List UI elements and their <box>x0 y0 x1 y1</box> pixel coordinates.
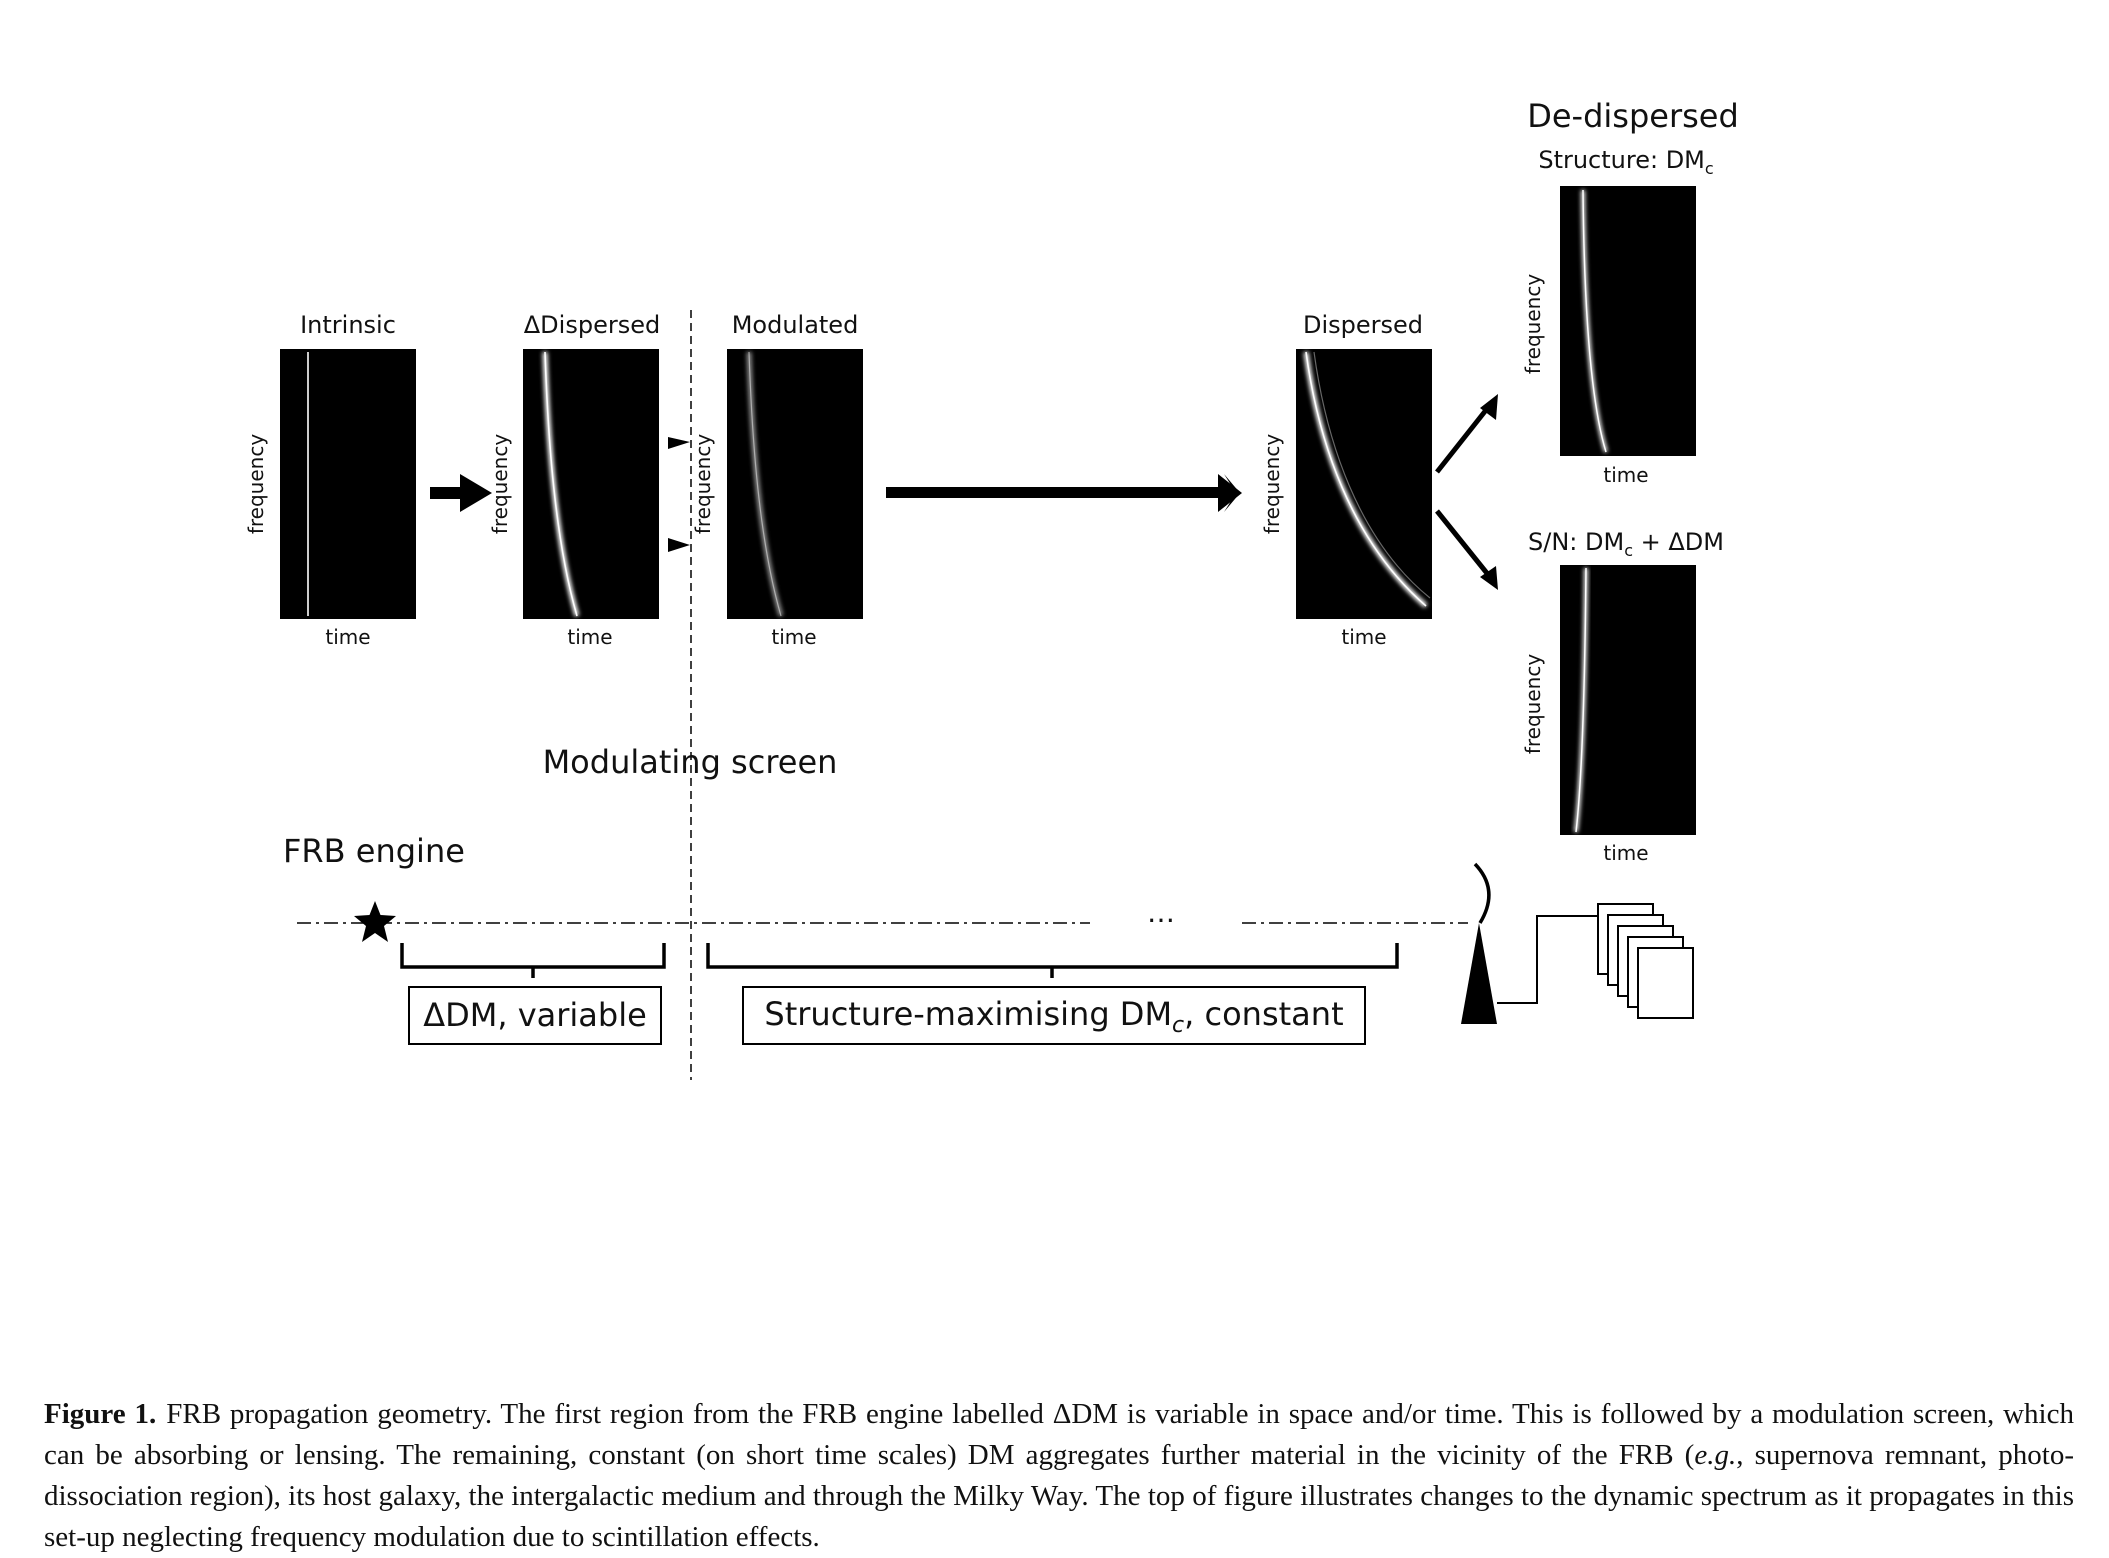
branch-arrows <box>1435 394 1498 590</box>
xlabel-dispersed: time <box>1341 625 1386 649</box>
star-icon <box>354 901 396 942</box>
bracket-delta-dm <box>400 943 666 978</box>
ylabel-intrinsic: frequency <box>244 434 268 534</box>
bracket-structure-dm <box>706 943 1399 978</box>
ylabel-structure: frequency <box>1521 274 1545 374</box>
xlabel-sn: time <box>1603 841 1648 865</box>
path-ellipsis: … <box>1147 896 1175 929</box>
figure-caption: Figure 1.FRB propagation geometry. The f… <box>44 1394 2074 1558</box>
ylabel-delta-dispersed: frequency <box>488 434 512 534</box>
ylabel-modulated: frequency <box>691 434 715 534</box>
telescope-icon <box>1461 862 1600 1024</box>
xlabel-structure: time <box>1603 463 1648 487</box>
panel-title-modulated: Modulated <box>732 311 859 339</box>
panel-title-dispersed: Dispersed <box>1303 311 1423 339</box>
structure-dm-label: Structure-maximising DMc, constant <box>764 995 1343 1038</box>
panel-title-delta-dispersed: ΔDispersed <box>524 311 660 339</box>
panel-intrinsic: Intrinsic time frequency <box>244 311 416 649</box>
xlabel-delta-dispersed: time <box>567 625 612 649</box>
panel-title-structure: Structure: DMc <box>1538 146 1713 178</box>
screen-arrows <box>668 437 690 552</box>
spectrum-dispersed <box>1296 349 1432 619</box>
pulse-structure-core <box>1582 189 1607 453</box>
delta-dm-label: ΔDM, variable <box>423 996 647 1034</box>
xlabel-modulated: time <box>771 625 816 649</box>
spectrum-delta-dispersed <box>523 349 659 619</box>
panel-sn: S/N: DMc + ΔDM time frequency <box>1521 528 1724 865</box>
arrow-1 <box>430 474 492 512</box>
spectrum-intrinsic <box>280 349 416 619</box>
ylabel-sn: frequency <box>1521 654 1545 754</box>
ylabel-dispersed: frequency <box>1260 434 1284 534</box>
frb-engine-label: FRB engine <box>283 832 465 870</box>
arrow-long <box>886 474 1242 512</box>
xlabel-intrinsic: time <box>325 625 370 649</box>
panel-delta-dispersed: ΔDispersed time frequency <box>488 311 660 649</box>
caption-text-1: FRB propagation geometry. The first regi… <box>44 1398 2074 1471</box>
spectrum-modulated <box>727 349 863 619</box>
panel-structure: Structure: DMc time frequency <box>1521 146 1714 487</box>
dedispersed-title: De-dispersed <box>1527 97 1739 135</box>
caption-text-em: e.g. <box>1694 1439 1737 1471</box>
pulse-delta-dispersed-core <box>544 351 578 617</box>
pulse-sn-core <box>1575 567 1587 833</box>
caption-text-2: , supernova remnant, photo-dissociation … <box>44 1439 2074 1553</box>
panel-dispersed: Dispersed time frequency <box>1260 311 1432 649</box>
modulating-screen-label: Modulating screen <box>543 743 838 781</box>
panel-title-intrinsic: Intrinsic <box>300 311 396 339</box>
caption-label: Figure 1. <box>44 1398 157 1430</box>
pulse-modulated-core <box>748 351 782 617</box>
structure-dm-box: Structure-maximising DMc, constant <box>742 986 1366 1045</box>
propagation-figure: Intrinsic time frequency ΔDispersed time… <box>244 97 1739 1080</box>
delta-dm-box: ΔDM, variable <box>408 986 662 1045</box>
panel-title-sn: S/N: DMc + ΔDM <box>1528 528 1724 560</box>
data-stack-icon <box>1597 903 1694 1019</box>
panel-modulated: Modulated time frequency <box>691 311 863 649</box>
pulse-dispersed-core <box>1305 351 1427 607</box>
spectrum-structure <box>1560 186 1696 456</box>
